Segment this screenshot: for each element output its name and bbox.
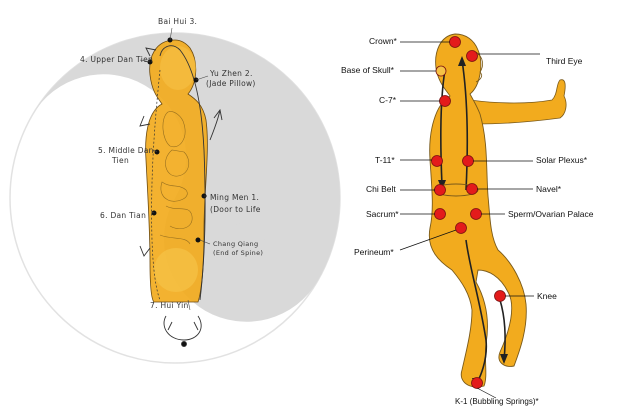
label-crown: Crown*	[369, 36, 398, 46]
point-solar-plexus	[462, 155, 474, 167]
arrow-top	[145, 47, 157, 57]
label-solar-plexus: Solar Plexus*	[536, 155, 588, 165]
label-door-to-life: (Door to Life	[210, 205, 261, 214]
label-perineum: Perineum*	[354, 247, 394, 257]
point-t11	[431, 155, 443, 167]
dan-tian-glow	[154, 248, 198, 292]
governor-channel-line	[159, 45, 206, 301]
right-leader-lines	[399, 41, 540, 399]
point-third-eye	[466, 50, 478, 62]
label-dan-tian: 6. Dan Tian	[100, 211, 146, 220]
label-chang-qiang: Chang Qiang	[213, 240, 258, 248]
label-bai-hui: Bai Hui 3.	[158, 17, 197, 26]
label-sperm-ovarian: Sperm/Ovarian Palace	[508, 209, 594, 219]
label-end-of-spine: (End of Spine)	[213, 249, 263, 257]
label-navel: Navel*	[536, 184, 562, 194]
arrow-up-back-stem	[209, 109, 221, 141]
point-sperm-ovarian	[470, 208, 482, 220]
label-yu-zhen: Yu Zhen 2.	[209, 69, 253, 78]
point-perineum	[455, 222, 467, 234]
yin-yang-dot-gray	[228, 221, 265, 258]
point-chi-belt	[434, 184, 446, 196]
side-view-figure	[139, 37, 223, 347]
label-chi-belt: Chi Belt	[366, 184, 396, 194]
arrow-front-down	[139, 115, 151, 127]
label-base-of-skull: Base of Skull*	[341, 65, 395, 75]
label-third-eye: Third Eye	[546, 56, 583, 66]
point-navel	[466, 183, 478, 195]
label-upper-dan-tien: 4. Upper Dan Tien	[80, 55, 153, 64]
label-c7: C-7*	[379, 95, 397, 105]
figure-head-torso	[145, 39, 208, 303]
point-crown	[449, 36, 461, 48]
arrow-head-front	[458, 56, 466, 66]
point-knee	[494, 290, 506, 302]
point-c7	[439, 95, 451, 107]
acupoints	[431, 36, 506, 389]
point-chang-qiang	[195, 237, 201, 243]
label-hui-yin: 7. Hui Yin	[150, 301, 189, 310]
label-k1: K-1 (Bubbling Springs)*	[455, 397, 539, 406]
label-ming-men: Ming Men 1.	[210, 193, 259, 202]
face-profile	[475, 51, 484, 83]
left-leader-lines	[139, 27, 211, 311]
yin-yang-dot-white	[85, 138, 122, 175]
head-highlight	[160, 46, 196, 90]
label-tien: Tien	[111, 156, 129, 165]
right-diagram: Crown* Base of Skull* C-7* T-11* Chi Bel…	[341, 33, 594, 406]
point-sacrum	[434, 208, 446, 220]
label-middle-dan: 5. Middle Dan	[98, 146, 154, 155]
point-base-of-skull	[435, 65, 447, 77]
conception-channel-line	[151, 69, 161, 301]
arrow-lower	[139, 245, 151, 257]
left-diagram: Bai Hui 3. 4. Upper Dan Tien Yu Zhen 2. …	[9, 17, 341, 364]
pelvis-sketch	[163, 315, 202, 347]
label-t11: T-11*	[375, 155, 395, 165]
figure-arm	[469, 79, 567, 125]
label-knee: Knee	[537, 291, 557, 301]
point-k1	[471, 377, 483, 389]
label-jade-pillow: (Jade Pillow)	[206, 79, 256, 88]
arrow-head-knee	[500, 354, 508, 364]
label-sacrum: Sacrum*	[366, 209, 399, 219]
